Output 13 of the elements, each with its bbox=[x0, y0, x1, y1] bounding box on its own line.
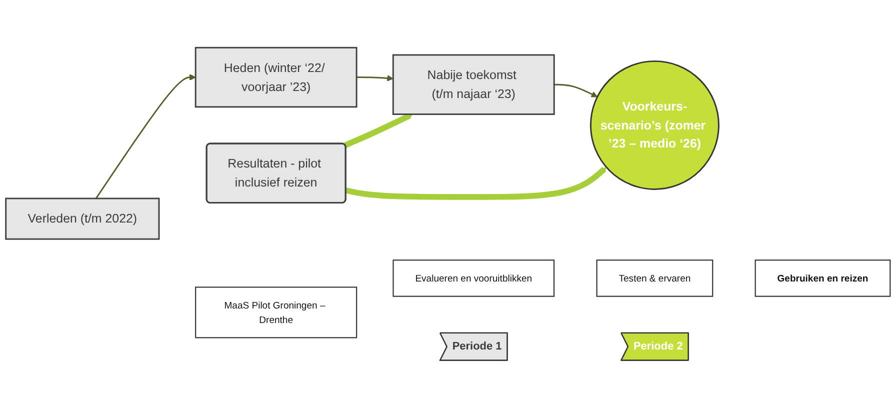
node-circle: Voorkeurs-scenario’s (zomer ’23 – medio ‘26) bbox=[590, 60, 720, 190]
arrow bbox=[356, 75, 394, 82]
arrow bbox=[554, 84, 598, 98]
arrow bbox=[345, 167, 607, 200]
node-box: Gebruiken en reizen bbox=[754, 260, 891, 297]
node-box: Verleden (t/m 2022) bbox=[5, 198, 160, 240]
node-box: Evalueren en vooruitblikken bbox=[392, 260, 555, 297]
node-box: Heden (winter ‘22/ voorjaar ’23) bbox=[194, 46, 358, 108]
node-box: Nabije toekomst (t/m najaar ‘23) bbox=[392, 54, 555, 115]
arrow bbox=[95, 74, 196, 199]
node-box: MaaS Pilot Groningen – Drenthe bbox=[195, 286, 358, 338]
node-box: Testen & ervaren bbox=[596, 260, 714, 297]
arrow bbox=[344, 112, 413, 148]
